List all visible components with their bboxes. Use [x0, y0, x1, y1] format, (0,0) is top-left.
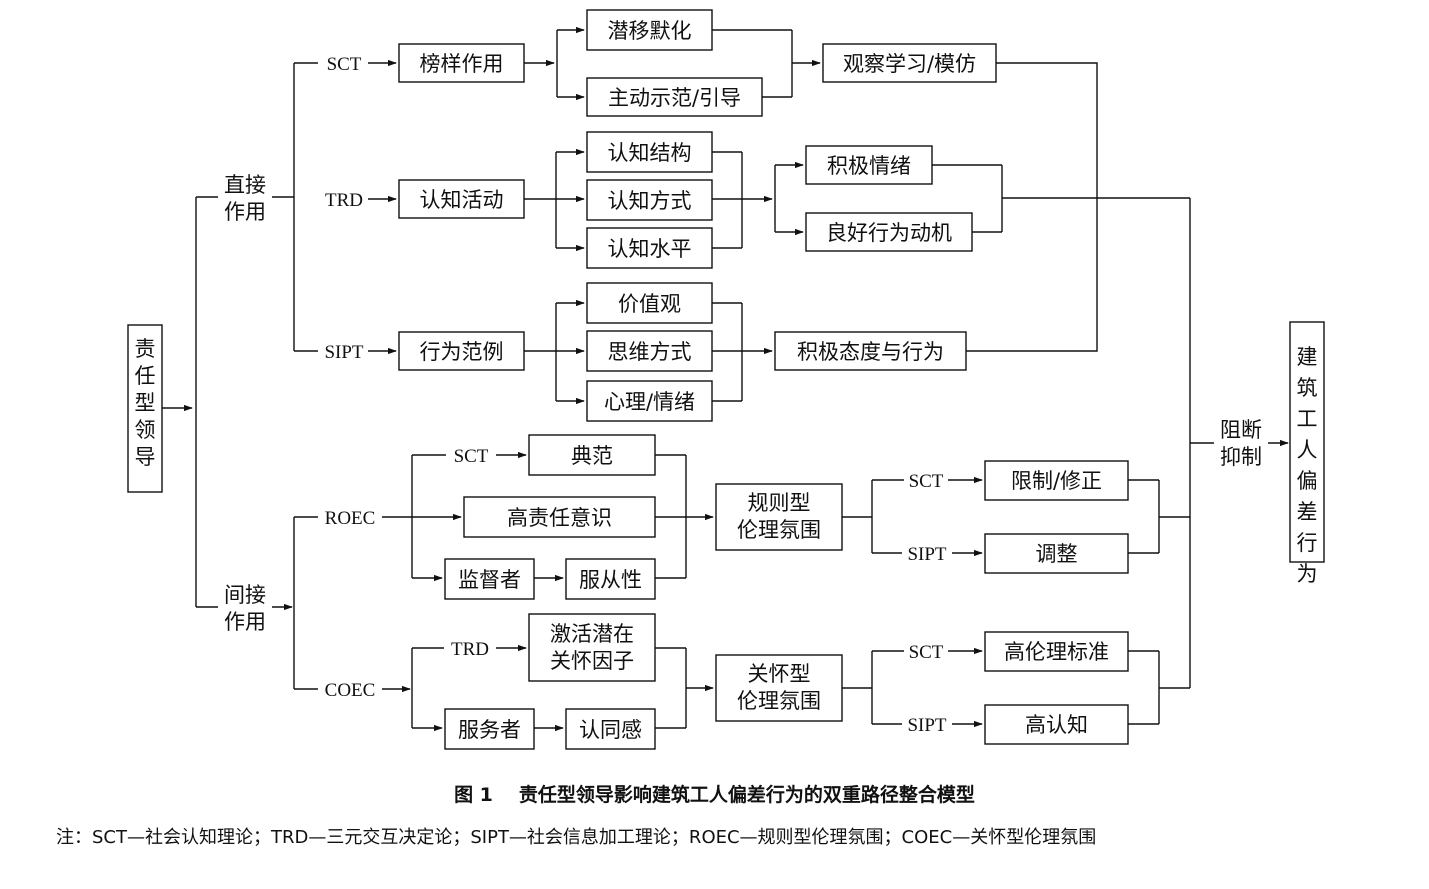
box-caring-ethical-climate-label: 关怀型伦理氛围: [737, 662, 821, 713]
box-supervisor: [444, 558, 535, 600]
box-adjust-label: 调整: [1036, 542, 1078, 566]
block-inhibit-label: 阻断抑制: [1220, 418, 1262, 469]
box-cognitive-style-label: 认知方式: [608, 189, 692, 213]
box-active-demonstration-label: 主动示范/引导: [608, 86, 741, 110]
box-high-cognition-label: 高认知: [1025, 713, 1088, 737]
path-label-coec: COEC: [325, 680, 376, 701]
path-label-roec: ROEC: [325, 508, 376, 529]
box-subtle-influence-label: 潜移默化: [608, 19, 692, 43]
box-caring-ethical-climate: [715, 654, 843, 722]
box-servant-label: 服务者: [458, 718, 521, 742]
figure-note: 注：SCT—社会认知理论；TRD—三元交互决定论；SIPT—社会信息加工理论；R…: [56, 827, 1097, 848]
path-label-sipt: SIPT: [324, 342, 363, 363]
box-positive-attitude-label: 积极态度与行为: [797, 340, 944, 364]
box-obedience-label: 服从性: [579, 568, 642, 592]
box-rule-ethical-climate: [715, 483, 843, 551]
path-label-trd: TRD: [325, 190, 363, 211]
roec-sct-out-label: SCT: [909, 471, 944, 492]
box-role-model: [398, 43, 525, 83]
box-high-cognition: [984, 704, 1129, 745]
box-positive-emotion: [805, 145, 933, 185]
figure-number: 图 1: [454, 784, 493, 806]
coec-sipt-out-label: SIPT: [907, 715, 946, 736]
dual-path-model-diagram: 责任型领导 建筑工人偏差行为 阻断抑制 直接作用 间接作用 SCT 榜样作用 潜…: [127, 9, 1325, 750]
box-obedience: [565, 558, 656, 600]
root-node-responsible-leadership: 责任型领导: [127, 324, 163, 493]
box-cognitive-level-label: 认知水平: [608, 237, 692, 261]
roec-sct-label: SCT: [454, 446, 489, 467]
box-observational-learning: [822, 43, 997, 83]
box-activate-care: [528, 613, 656, 682]
box-activate-care-label: 激活潜在关怀因子: [550, 622, 634, 673]
box-thinking-style: [586, 330, 713, 372]
figure-title: 责任型领导影响建筑工人偏差行为的双重路径整合模型: [518, 784, 975, 806]
box-positive-attitude: [774, 331, 967, 371]
box-high-responsibility: [463, 496, 656, 538]
coec-trd-label: TRD: [451, 639, 489, 660]
box-observational-learning-label: 观察学习/模仿: [843, 52, 976, 76]
box-psychology-emotion: [586, 380, 713, 422]
box-cognitive-style: [586, 179, 713, 221]
box-values: [586, 282, 713, 324]
box-servant: [444, 708, 535, 750]
connector-lines: [162, 26, 1289, 732]
direct-effect-label: 直接作用: [224, 173, 266, 224]
path-label-sct: SCT: [327, 54, 362, 75]
box-positive-emotion-label: 积极情绪: [827, 154, 911, 178]
indirect-effect-label: 间接作用: [224, 583, 266, 634]
box-good-motivation-label: 良好行为动机: [826, 221, 952, 245]
box-psychology-emotion-label: 心理/情绪: [604, 390, 695, 414]
coec-sct-out-label: SCT: [909, 642, 944, 663]
box-good-motivation: [805, 212, 973, 252]
box-role-model-label: 榜样作用: [420, 52, 504, 76]
box-active-demonstration: [586, 77, 763, 117]
box-cognitive-activity-label: 认知活动: [420, 188, 504, 212]
box-behavior-example: [398, 331, 525, 371]
result-node-worker-deviant-behavior: 建筑工人偏差行为: [1289, 321, 1325, 586]
roec-sipt-out-label: SIPT: [907, 544, 946, 565]
box-exemplar-label: 典范: [571, 444, 613, 468]
box-restrict-correct: [984, 460, 1129, 501]
box-high-ethical-standard-label: 高伦理标准: [1004, 640, 1109, 664]
box-exemplar: [528, 434, 656, 476]
box-thinking-style-label: 思维方式: [608, 340, 692, 364]
box-values-label: 价值观: [618, 292, 681, 316]
result-node-label: 建筑工人偏差行为: [1297, 345, 1318, 586]
root-node-label: 责任型领导: [135, 337, 156, 469]
box-identity-label: 认同感: [579, 718, 642, 742]
box-subtle-influence: [586, 9, 713, 51]
box-high-ethical-standard: [984, 631, 1129, 672]
box-restrict-correct-label: 限制/修正: [1011, 469, 1102, 493]
figure-caption: 图 1 责任型领导影响建筑工人偏差行为的双重路径整合模型: [0, 780, 1429, 807]
box-behavior-example-label: 行为范例: [420, 340, 504, 364]
box-cognitive-level: [586, 227, 713, 269]
box-high-responsibility-label: 高责任意识: [507, 506, 612, 530]
box-cognitive-activity: [398, 179, 525, 219]
box-identity: [565, 708, 656, 750]
box-rule-ethical-climate-label: 规则型伦理氛围: [737, 491, 821, 542]
box-cognitive-structure: [586, 131, 713, 173]
box-supervisor-label: 监督者: [458, 568, 521, 592]
box-cognitive-structure-label: 认知结构: [608, 141, 692, 165]
box-adjust: [984, 533, 1129, 574]
